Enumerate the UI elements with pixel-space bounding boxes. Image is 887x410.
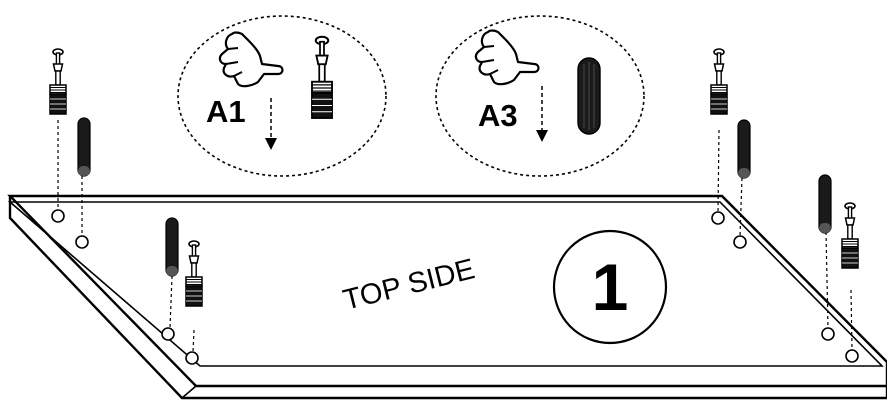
cam-screw-icon <box>711 49 727 114</box>
callout-a1: A1 <box>178 16 386 176</box>
step-number: 1 <box>592 250 629 324</box>
cam-screw-icon <box>842 203 858 268</box>
step-badge: 1 <box>554 231 666 343</box>
hole <box>186 352 198 364</box>
callout-a3-label: A3 <box>478 98 518 133</box>
board-front-edge <box>10 196 887 398</box>
hole <box>822 328 834 340</box>
hole <box>162 328 174 340</box>
hole <box>712 212 724 224</box>
hole <box>76 236 88 248</box>
cam-screw-icon <box>50 49 66 114</box>
callout-a1-label: A1 <box>206 94 246 129</box>
dowel-icon <box>819 175 831 233</box>
callout-a3: A3 <box>436 16 644 176</box>
dowel-icon <box>78 118 90 176</box>
hole <box>846 350 858 362</box>
dowel-icon <box>738 120 750 178</box>
dowel-icon <box>166 218 178 276</box>
hole <box>734 236 746 248</box>
board-panel <box>10 196 887 398</box>
board-face-label: TOP SIDE <box>340 253 478 317</box>
wooden-dowel-icon <box>578 58 600 134</box>
cam-screw-icon <box>186 241 202 306</box>
hole <box>52 210 64 222</box>
